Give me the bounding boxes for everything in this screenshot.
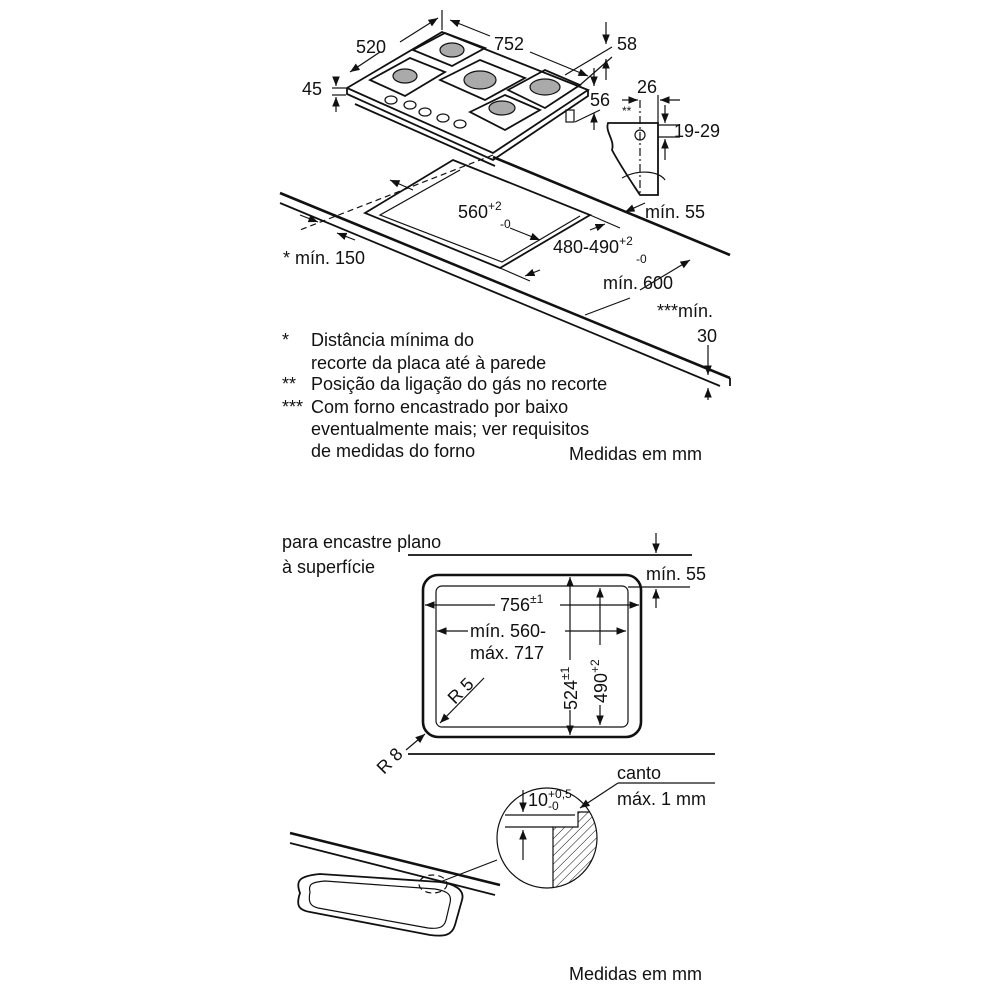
- dim-480-490: 480-490+2: [553, 234, 633, 257]
- flush-cutout-drawing: para encastre plano à superfície mín. 55…: [282, 532, 715, 778]
- units-label-top: Medidas em mm: [569, 444, 702, 464]
- units-label-bottom: Medidas em mm: [569, 964, 702, 984]
- dim-r8: R 8: [373, 744, 407, 778]
- dim-10: 10+0,5: [528, 787, 572, 810]
- dim-min30-label: ***mín.: [657, 301, 713, 321]
- dimension-lines: [299, 10, 712, 400]
- dim-10-tol-minus: -0: [548, 799, 559, 813]
- svg-text:à superfície: à superfície: [282, 557, 375, 577]
- dim-520: 520: [356, 37, 386, 57]
- dim-45: 45: [302, 79, 322, 99]
- dim-58: 58: [617, 34, 637, 54]
- dim-min560: mín. 560-: [470, 621, 546, 641]
- dim-26: 26: [637, 77, 657, 97]
- svg-text:recorte da placa até à parede: recorte da placa até à parede: [311, 353, 546, 373]
- dim-752: 752: [494, 34, 524, 54]
- dim-56: 56: [590, 90, 610, 110]
- dim-19-29: 19-29: [674, 121, 720, 141]
- countertop-small-drawing: Medidas em mm: [289, 831, 702, 984]
- dim-756: 756±1: [500, 592, 544, 615]
- dim-min600: mín. 600: [603, 273, 673, 293]
- dim-490: 490+2: [588, 659, 611, 703]
- canto-label: canto: [617, 763, 661, 783]
- svg-text:Distância mínima do: Distância mínima do: [311, 330, 474, 350]
- dim-560: 560+2: [458, 199, 502, 222]
- svg-text:de medidas do forno: de medidas do forno: [311, 441, 475, 461]
- svg-text:*: *: [282, 330, 289, 350]
- dim-max717: máx. 717: [470, 643, 544, 663]
- dim-min150: mín. 150: [295, 248, 365, 268]
- dim-480-490-tol-minus: -0: [636, 252, 647, 266]
- dim-560-tol-minus: -0: [500, 217, 511, 231]
- dim-min150-star: *: [283, 248, 290, 268]
- dim-r5: R 5: [444, 674, 478, 708]
- control-knobs: [384, 95, 467, 129]
- countertop-drawing: [279, 154, 731, 387]
- svg-text:**: **: [282, 374, 296, 394]
- canto-max-label: máx. 1 mm: [617, 789, 706, 809]
- dim-min55: mín. 55: [645, 202, 705, 222]
- notes: * Distância mínima do recorte da placa a…: [282, 330, 702, 464]
- gas-marker: **: [622, 104, 632, 118]
- bottom-min55: mín. 55: [646, 564, 706, 584]
- svg-text:Posição da ligação do gás no r: Posição da ligação do gás no recorte: [311, 374, 607, 394]
- top-dimension-labels: 520 752 45 58 56 26 ** 19-29 mín. 55 560…: [283, 34, 720, 346]
- hob-drawing: [345, 31, 590, 167]
- dim-min30-value: 30: [697, 326, 717, 346]
- svg-text:Com forno encastrado por baixo: Com forno encastrado por baixo: [311, 397, 568, 417]
- gas-connection-detail: [606, 95, 680, 196]
- dim-524: 524±1: [558, 666, 581, 710]
- svg-text:***: ***: [282, 397, 303, 417]
- svg-text:eventualmente mais; ver requis: eventualmente mais; ver requisitos: [311, 419, 589, 439]
- svg-text:para encastre plano: para encastre plano: [282, 532, 441, 552]
